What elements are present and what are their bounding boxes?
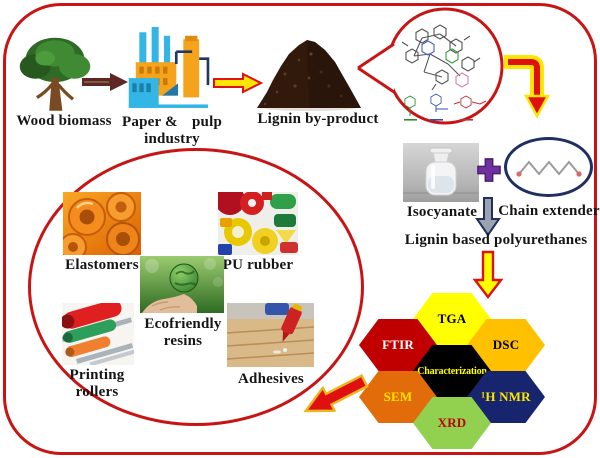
adhesives-image — [227, 303, 314, 367]
paper-pulp-factory-image — [128, 27, 210, 108]
wood-biomass-tree-image — [19, 37, 91, 111]
chain-extender-label: Chain extender — [498, 203, 600, 219]
lignin-polymer-structure — [401, 24, 481, 91]
hexagon-ftir-label: FTIR — [382, 337, 414, 352]
isocyanate-label: Isocyanate — [406, 204, 478, 220]
printing-rollers-label-line1: Printing — [69, 367, 125, 383]
monolignol-structures — [404, 93, 487, 121]
paper-pulp-label-a: Paper & — [122, 114, 178, 130]
printing-rollers-label: Printing rollers — [54, 367, 140, 401]
pu-rubber-image — [218, 192, 298, 255]
arrow-right-icon — [82, 73, 128, 91]
lignin-structure-bubble — [357, 7, 504, 125]
lignin-polyurethanes-label: Lignin based polyurethanes — [404, 232, 588, 248]
lignin-powder-image — [257, 40, 361, 111]
pu-rubber-label: PU rubber — [222, 257, 294, 273]
arrow-down-icon — [473, 250, 503, 299]
chain-extender-molecule — [516, 160, 582, 177]
printing-rollers-image — [62, 303, 134, 365]
hexagon-tga-label: TGA — [437, 311, 467, 326]
outer-red-frame — [3, 3, 597, 455]
elastomers-image — [63, 192, 141, 255]
hexagon-xrd-label: XRD — [437, 415, 467, 430]
paper-pulp-label: Paper & pulp industry — [120, 114, 224, 148]
printing-rollers-label-line2: rollers — [75, 383, 119, 400]
adhesives-label: Adhesives — [238, 371, 304, 387]
chain-extender-oval — [504, 137, 593, 197]
ecofriendly-resins-label-line1: Ecofriendly — [144, 316, 222, 332]
applications-oval — [28, 148, 364, 426]
arrow-right-icon — [213, 72, 263, 94]
ecofriendly-resins-label: Ecofriendly resins — [139, 316, 227, 350]
paper-pulp-label-line2: industry — [144, 130, 200, 147]
hexagon-characterization-label: Characterization — [417, 365, 487, 377]
hexagon-dsc-label: DSC — [492, 337, 520, 352]
hexagon-hnmr-label: ¹H NMR — [481, 389, 531, 404]
ecofriendly-resins-label-line2: resins — [163, 332, 203, 349]
paper-pulp-label-line1: Paper & pulp — [120, 114, 224, 131]
wood-biomass-label: Wood biomass — [16, 113, 112, 129]
arrow-bend-down-icon — [504, 55, 551, 119]
hexagon-sem-label: SEM — [383, 389, 413, 404]
elastomers-label: Elastomers — [65, 257, 139, 273]
lignin-byproduct-label: Lignin by-product — [257, 111, 379, 127]
plus-icon — [477, 158, 501, 182]
isocyanate-bottle-image — [403, 143, 479, 202]
arrow-up-left-icon — [303, 374, 369, 413]
arrow-down-icon — [475, 197, 501, 237]
paper-pulp-label-b: pulp — [192, 114, 222, 130]
ecofriendly-resins-image — [140, 256, 224, 313]
